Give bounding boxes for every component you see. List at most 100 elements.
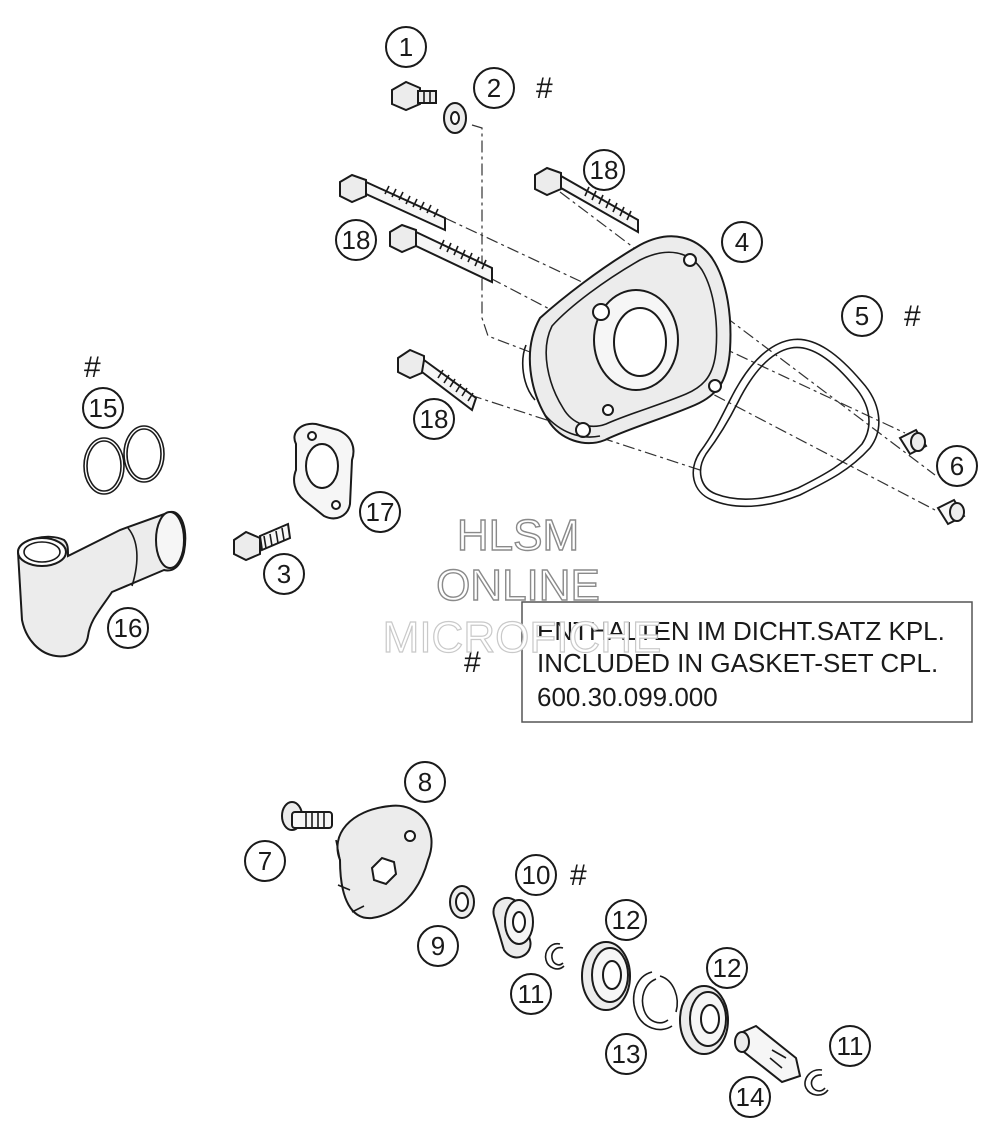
gasket-set-marker: # xyxy=(536,72,553,105)
note-line-2: INCLUDED IN GASKET-SET CPL. xyxy=(537,648,938,678)
callout-7: 7 xyxy=(244,840,286,882)
callout-11: 11 xyxy=(510,973,552,1015)
callout-18: 18 xyxy=(583,149,625,191)
callout-circle xyxy=(841,295,883,337)
gasket-set-marker: # xyxy=(904,300,921,333)
callout-circle xyxy=(417,925,459,967)
bearing-part-12-b xyxy=(679,985,729,1055)
callout-circle xyxy=(404,761,446,803)
callout-number: 15 xyxy=(89,393,118,423)
note-line-3: 600.30.099.000 xyxy=(537,682,718,712)
bolt-part-7 xyxy=(281,801,333,831)
callout-12: 12 xyxy=(605,899,647,941)
callout-number: 10 xyxy=(522,860,551,890)
callout-4: 4 xyxy=(721,221,763,263)
bearing-part-12-a xyxy=(581,941,631,1011)
callout-10: 10 # xyxy=(515,854,587,896)
callout-circle xyxy=(583,149,625,191)
circlip-part-11-a xyxy=(544,942,565,970)
callout-number: 18 xyxy=(342,225,371,255)
callout-number: 5 xyxy=(855,301,869,331)
callout-number: 8 xyxy=(418,767,432,797)
o-ring-part-5 xyxy=(692,338,880,508)
watermark-line-1: HLSM xyxy=(457,511,579,560)
callout-number: 12 xyxy=(612,905,641,935)
callout-17: 17 xyxy=(359,491,401,533)
callout-number: 3 xyxy=(277,559,291,589)
long-bolt-part-18-a xyxy=(339,173,446,232)
seal-ring-part-9 xyxy=(449,885,475,919)
shaft-seal-part-10 xyxy=(492,896,534,959)
callout-number: 16 xyxy=(114,613,143,643)
callout-14: 14 xyxy=(729,1076,771,1118)
elbow-fitting-part-16 xyxy=(16,510,187,658)
dowel-sleeve-part-6-a xyxy=(898,428,928,456)
o-rings-part-15 xyxy=(83,425,165,495)
callout-18: 18 xyxy=(413,398,455,440)
callout-13: 13 xyxy=(605,1033,647,1075)
watermark-line-2: ONLINE xyxy=(436,561,600,610)
callout-11: 11 xyxy=(829,1025,871,1067)
snap-ring-part-13 xyxy=(632,971,678,1031)
flange-gasket-part-17 xyxy=(293,422,355,520)
callout-circle xyxy=(359,491,401,533)
bolt-part-1 xyxy=(391,80,437,112)
callout-8: 8 xyxy=(404,761,446,803)
callout-number: 13 xyxy=(612,1039,641,1069)
callout-3: 3 xyxy=(263,553,305,595)
callout-circle xyxy=(706,947,748,989)
callout-circle xyxy=(729,1076,771,1118)
callout-number: 18 xyxy=(590,155,619,185)
callout-number: 2 xyxy=(487,73,501,103)
note-marker: # xyxy=(464,646,481,679)
callout-circle xyxy=(829,1025,871,1067)
callout-15: 15 # xyxy=(82,351,124,429)
callout-number: 11 xyxy=(837,1031,864,1061)
callout-1: 1 xyxy=(385,26,427,68)
callout-number: 17 xyxy=(366,497,395,527)
callout-number: 9 xyxy=(431,931,445,961)
callout-2: 2# xyxy=(473,67,553,109)
callout-circle xyxy=(263,553,305,595)
callout-6: 6 xyxy=(936,445,978,487)
callout-number: 7 xyxy=(258,846,272,876)
callout-circle xyxy=(82,387,124,429)
callout-number: 14 xyxy=(736,1082,765,1112)
dowel-sleeve-part-6-b xyxy=(936,498,966,526)
gasket-set-marker: # xyxy=(84,351,101,384)
callout-number: 1 xyxy=(399,32,413,62)
callout-circle xyxy=(936,445,978,487)
callout-circle xyxy=(244,840,286,882)
callout-circle xyxy=(413,398,455,440)
callout-18: 18 xyxy=(335,219,377,261)
bolt-part-3 xyxy=(233,522,292,562)
callout-circle xyxy=(721,221,763,263)
callout-circle xyxy=(510,973,552,1015)
callout-circle xyxy=(473,67,515,109)
callout-circle xyxy=(385,26,427,68)
callout-number: 12 xyxy=(713,953,742,983)
watermark-line-3: MICROFICHE xyxy=(383,613,662,662)
callout-circle xyxy=(107,607,149,649)
washer-part-2 xyxy=(443,102,467,134)
circlip-part-11-b xyxy=(804,1069,829,1096)
gasket-set-marker: # xyxy=(570,859,587,892)
long-bolt-part-18-d xyxy=(397,348,478,412)
impeller-part-8 xyxy=(335,804,433,920)
note-line-1: ENTHALTEN IM DICHT.SATZ KPL. xyxy=(537,616,945,646)
callout-number: 18 xyxy=(420,404,449,434)
callout-circle xyxy=(335,219,377,261)
callout-circle xyxy=(605,899,647,941)
callout-number: 4 xyxy=(735,227,749,257)
pump-shaft-part-14 xyxy=(734,1024,802,1084)
callout-circle xyxy=(605,1033,647,1075)
callout-circle xyxy=(515,854,557,896)
callout-9: 9 xyxy=(417,925,459,967)
callout-number: 11 xyxy=(518,979,545,1009)
watermark: HLSM ONLINE MICROFICHE xyxy=(382,510,662,662)
callout-12: 12 xyxy=(706,947,748,989)
callout-number: 6 xyxy=(950,451,964,481)
